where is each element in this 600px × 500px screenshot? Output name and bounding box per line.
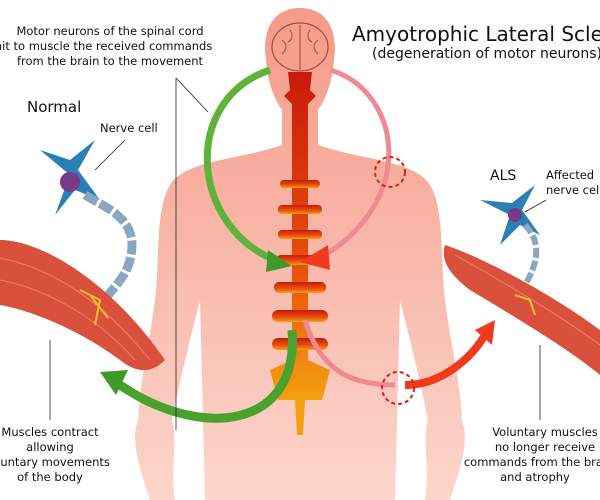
normal-muscle-icon (0, 240, 165, 371)
top-note-line: nsmit to muscle the received commands (0, 39, 213, 53)
note-line: allowing (26, 440, 74, 454)
note-line: and atrophy (500, 470, 570, 484)
als-label: ALS (490, 168, 517, 184)
note-line: Voluntary muscles (492, 425, 598, 439)
note-line: Muscles contract (1, 425, 99, 439)
leader-lines (49, 77, 547, 430)
break-marker (374, 156, 406, 188)
brain-icon (271, 22, 329, 72)
label-line: nerve cell (546, 183, 600, 197)
top-note-line: Motor neurons of the spinal cord (16, 24, 204, 38)
als-muscle-icon (443, 245, 600, 375)
affected-signal-arrows (300, 67, 495, 405)
break-marker (381, 371, 415, 405)
top-note-line: from the brain to the movement (16, 54, 204, 68)
label-line: Affected (546, 168, 595, 182)
als-muscle-note: Voluntary muscles no longer receive comm… (464, 425, 600, 485)
note-line: of the body (17, 470, 83, 484)
normal-muscle-note: Muscles contract allowing oluntary movem… (0, 425, 115, 485)
note-line: commands from the brai (463, 455, 600, 469)
nerve-cell-label: Nerve cell (100, 121, 158, 135)
affected-nerve-cell-label: Affected nerve cell (546, 168, 600, 198)
top-note: Motor neurons of the spinal cord nsmit t… (0, 24, 225, 69)
normal-neuron-icon (40, 140, 137, 303)
healthy-signal-arrows (100, 66, 297, 423)
als-neuron-icon (480, 185, 540, 287)
diagram-title: Amyotrophic Lateral Scleros (352, 22, 600, 46)
note-line: oluntary movements (0, 455, 110, 469)
normal-label: Normal (27, 98, 82, 116)
note-line: no longer receive (494, 440, 596, 454)
diagram-subtitle: (degeneration of motor neurons) (372, 46, 600, 62)
